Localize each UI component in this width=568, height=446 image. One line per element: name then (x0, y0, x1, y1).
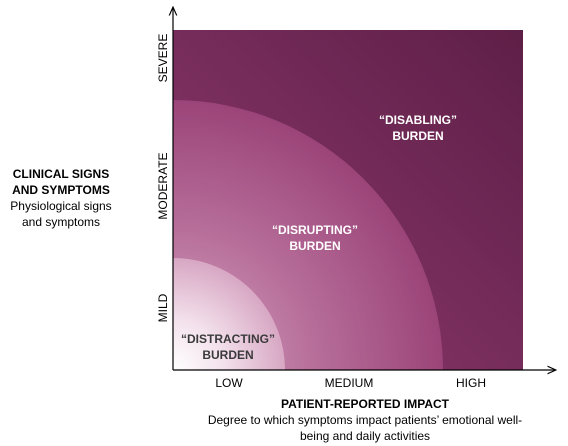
x-tick-medium: MEDIUM (324, 376, 374, 390)
x-tick-low: LOW (215, 376, 243, 390)
x-axis-subtitle: Degree to which symptoms impact patients… (207, 413, 523, 443)
x-axis-title-block: PATIENT-REPORTED IMPACT Degree to which … (200, 396, 530, 444)
y-tick-severe: SEVERE (156, 33, 170, 83)
y-axis-title-block: CLINICAL SIGNS AND SYMPTOMS Physiologica… (0, 166, 122, 230)
y-tick-mild: MILD (156, 293, 170, 323)
disabling-label: “DISABLING” BURDEN (379, 112, 457, 144)
x-tick-high: HIGH (456, 376, 486, 390)
disrupting-label-line1: “DISRUPTING” (271, 223, 359, 237)
disabling-label-line2: BURDEN (392, 129, 444, 143)
distracting-label-line1: “DISTRACTING” (181, 332, 275, 346)
disrupting-label-line2: BURDEN (289, 239, 341, 253)
y-axis-subtitle: Physiological signs and symptoms (10, 199, 112, 229)
distracting-zone (173, 258, 285, 370)
distracting-label: “DISTRACTING” BURDEN (181, 331, 275, 363)
disabling-label-line1: “DISABLING” (379, 113, 457, 127)
y-axis-title: CLINICAL SIGNS AND SYMPTOMS (12, 167, 110, 197)
x-axis-title: PATIENT-REPORTED IMPACT (281, 397, 449, 411)
disrupting-label: “DISRUPTING” BURDEN (272, 222, 358, 254)
y-tick-moderate: MODERATE (156, 152, 170, 220)
distracting-label-line2: BURDEN (202, 348, 254, 362)
